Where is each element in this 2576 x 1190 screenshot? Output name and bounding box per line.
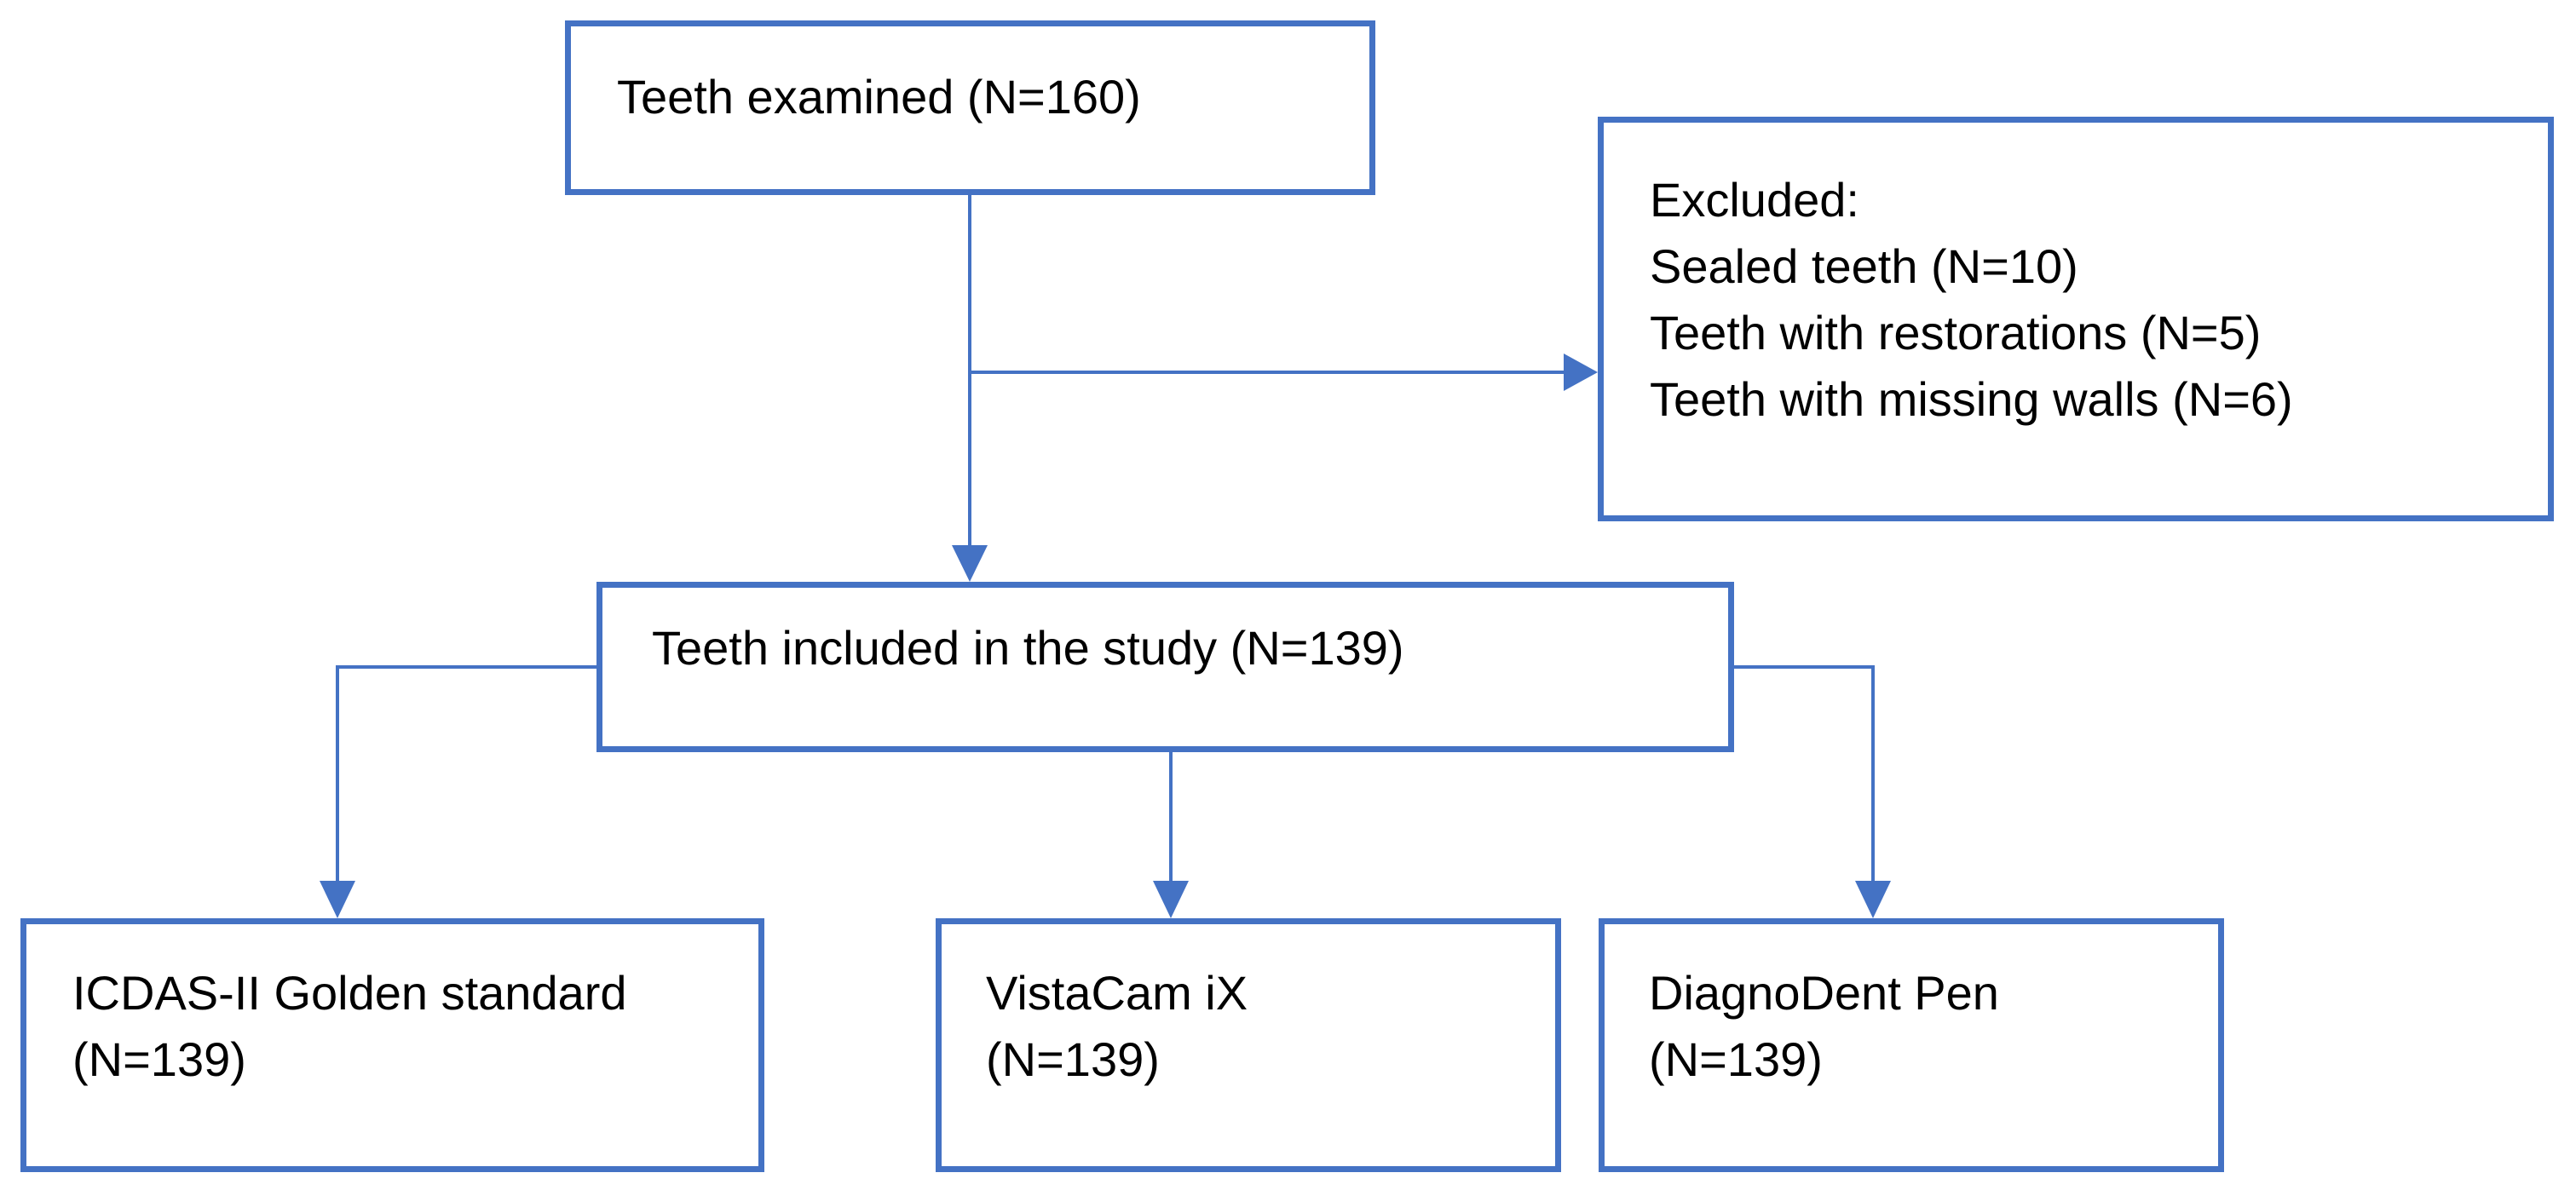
arrowhead-down-diagnodent — [1855, 881, 1891, 918]
arrowhead-down-icdas — [320, 881, 355, 918]
connector-included-to-icdas — [336, 665, 596, 881]
vistacam-count: (N=139) — [986, 1032, 1160, 1086]
arrowhead-right-excluded — [1564, 354, 1598, 391]
teeth-examined-text: Teeth examined (N=160) — [617, 70, 1141, 124]
excluded-box: Excluded: Sealed teeth (N=10) Teeth with… — [1598, 117, 2554, 521]
icdas-box: ICDAS-II Golden standard (N=139) — [20, 918, 764, 1172]
excluded-heading: Excluded: — [1650, 173, 1859, 227]
teeth-included-box: Teeth included in the study (N=139) — [596, 582, 1734, 752]
diagnodent-count: (N=139) — [1649, 1032, 1823, 1086]
connector-included-to-diagnodent — [1734, 665, 1875, 881]
vistacam-label: VistaCam iX — [986, 966, 1248, 1020]
diagnodent-box: DiagnoDent Pen (N=139) — [1599, 918, 2224, 1172]
icdas-label: ICDAS-II Golden standard — [72, 966, 627, 1020]
excluded-item-missing-walls: Teeth with missing walls (N=6) — [1650, 372, 2293, 426]
icdas-count: (N=139) — [72, 1032, 246, 1086]
diagnodent-label: DiagnoDent Pen — [1649, 966, 1999, 1020]
teeth-included-text: Teeth included in the study (N=139) — [652, 621, 1404, 675]
teeth-examined-box: Teeth examined (N=160) — [565, 20, 1375, 195]
arrowhead-down-vistacam — [1153, 881, 1189, 918]
excluded-item-sealed: Sealed teeth (N=10) — [1650, 239, 2078, 293]
arrowhead-down-included — [952, 545, 988, 582]
excluded-item-restorations: Teeth with restorations (N=5) — [1650, 306, 2262, 359]
vistacam-box: VistaCam iX (N=139) — [936, 918, 1561, 1172]
